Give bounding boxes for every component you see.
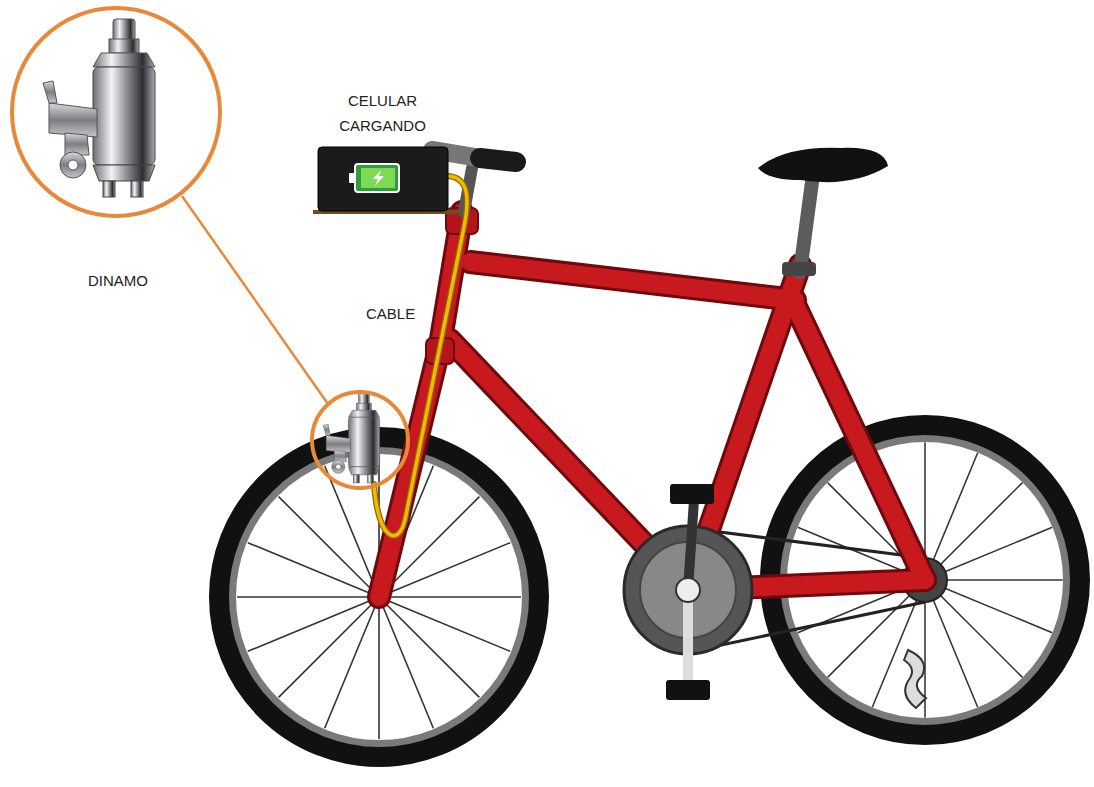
derailleur [904,650,926,708]
part-label: DINAMO [8,268,228,293]
dynamo-on-bike [312,392,408,488]
battery-icon [355,164,399,192]
zoom-ring [12,8,220,216]
dynamo-zoom-node: DINAMO [8,4,228,293]
phone-node: CELULAR CARGANDO [300,88,465,212]
phone-case [318,147,448,211]
phone-body [317,146,449,212]
lightning-icon [373,170,384,186]
crankset [624,484,752,700]
zoom-leader [182,196,328,404]
dynamo-picture [43,19,155,197]
cable-wire [374,176,467,536]
battery-charge [361,168,395,188]
wire-label: CABLE [366,304,415,324]
battery-tip [349,173,355,183]
zoom-circle [8,4,224,220]
device-heading: CELULAR CARGANDO [323,88,443,138]
cable-wire-core [374,176,467,536]
saddle [758,148,888,276]
